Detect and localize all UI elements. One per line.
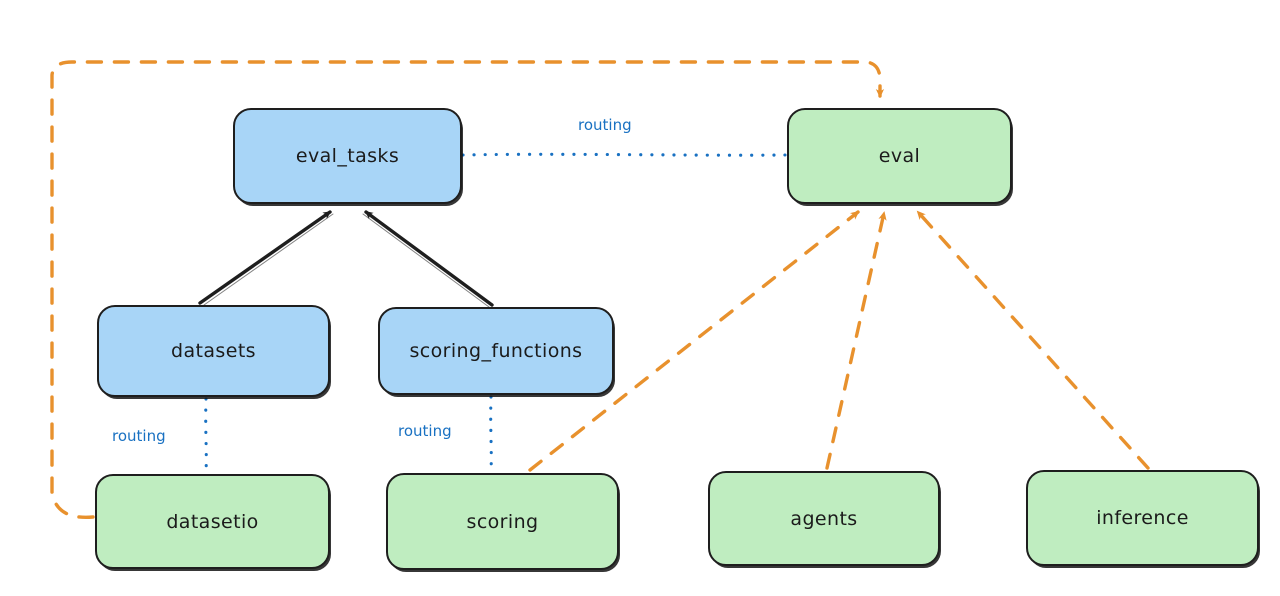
edge-eval-tasks-to-eval xyxy=(461,152,787,157)
edge-scoring-functions-to-scoring xyxy=(489,395,493,473)
edge-scoring-to-eval xyxy=(528,210,860,472)
node-label: scoring xyxy=(466,510,539,533)
node-agents[interactable]: agents xyxy=(708,471,940,566)
node-label: inference xyxy=(1096,507,1189,529)
edge-label-routing-datasets-datasetio: routing xyxy=(112,427,166,445)
node-datasetio[interactable]: datasetio xyxy=(95,474,330,569)
node-label: datasets xyxy=(171,340,256,362)
node-inference[interactable]: inference xyxy=(1026,470,1259,566)
node-label: eval xyxy=(878,145,921,167)
node-eval-tasks[interactable]: eval_tasks xyxy=(233,108,462,204)
node-datasets[interactable]: datasets xyxy=(97,305,330,397)
node-scoring-functions[interactable]: scoring_functions xyxy=(378,307,614,395)
node-label: scoring_functions xyxy=(409,340,583,362)
node-eval[interactable]: eval xyxy=(787,108,1012,204)
node-scoring[interactable]: scoring xyxy=(386,473,619,570)
node-label: eval_tasks xyxy=(295,145,400,167)
edge-datasets-to-eval-tasks xyxy=(198,210,334,306)
edge-inference-to-eval xyxy=(916,210,1150,470)
node-label: datasetio xyxy=(166,510,259,533)
edge-label-routing-eval-tasks-eval: routing xyxy=(578,116,632,134)
edge-scoring-functions-to-eval-tasks xyxy=(362,210,494,308)
node-label: agents xyxy=(790,507,858,530)
edge-datasets-to-datasetio xyxy=(204,397,208,474)
edge-datasetio-to-eval xyxy=(50,60,885,520)
edge-agents-to-eval xyxy=(825,211,887,470)
edge-label-routing-scoring-functions-scoring: routing xyxy=(398,422,452,440)
